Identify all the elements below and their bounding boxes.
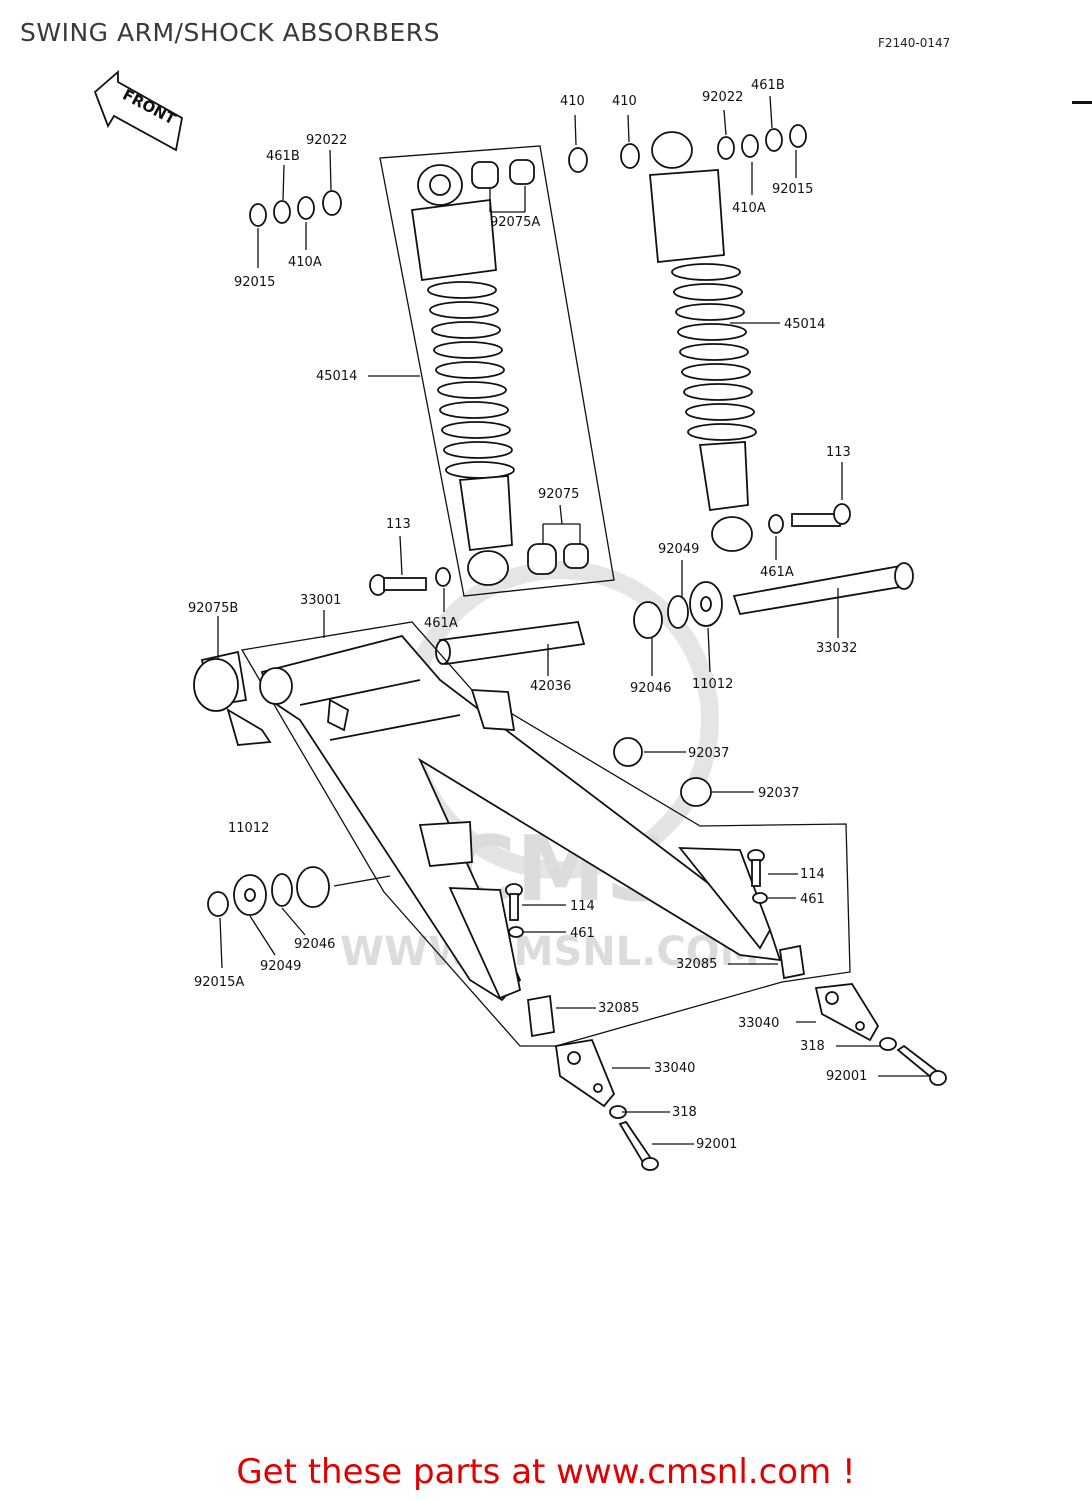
callout-label: 92037 xyxy=(688,746,729,761)
callout-label: 92015 xyxy=(772,182,813,197)
callout-label: 92049 xyxy=(260,959,301,974)
callout-label: 32085 xyxy=(598,1001,639,1016)
order-parts-link[interactable]: Get these parts at www.cmsnl.com ! xyxy=(236,1452,856,1492)
leader-lines xyxy=(217,95,930,1145)
callout-label: 92022 xyxy=(702,90,743,105)
callout-label: 92001 xyxy=(826,1069,867,1084)
left-pivot-parts xyxy=(207,866,330,917)
figure-code: F2140-0147 xyxy=(878,36,951,50)
callout-label: 410A xyxy=(288,255,322,270)
page-title: SWING ARM/SHOCK ABSORBERS xyxy=(20,18,441,47)
callout-label: 114 xyxy=(800,867,825,882)
bolt-92001-right xyxy=(879,1037,947,1086)
pivot-bearings-right xyxy=(633,581,723,639)
callout-label: 33040 xyxy=(654,1061,695,1076)
front-arrow-label: FRONT xyxy=(120,86,180,129)
callout-label: 113 xyxy=(826,445,851,460)
callout-label: 11012 xyxy=(692,677,733,692)
edge-mark xyxy=(1072,101,1092,104)
callout-label: 92046 xyxy=(294,937,335,952)
callout-label: 42036 xyxy=(530,679,571,694)
callout-label: 45014 xyxy=(784,317,825,332)
callout-labels: 410 410 92022 461B 410A 92015 92022 461B… xyxy=(188,78,867,1152)
bolt-113-left xyxy=(369,567,451,596)
tie-rod-33040-right xyxy=(814,983,880,1042)
callout-label: 461A xyxy=(424,616,458,631)
collars-92075a xyxy=(471,159,535,189)
callout-label: 113 xyxy=(386,517,411,532)
bolt-114-center xyxy=(505,883,524,938)
callout-label: 461 xyxy=(800,892,825,907)
callout-label: 410 xyxy=(560,94,585,109)
collars-92075 xyxy=(527,543,589,575)
callout-label: 92075 xyxy=(538,487,579,502)
swing-arm-frame xyxy=(240,621,851,1047)
callout-label: 92046 xyxy=(630,681,671,696)
callout-label: 92037 xyxy=(758,786,799,801)
spacer-42036 xyxy=(435,621,586,666)
left-shock-absorber xyxy=(410,164,515,586)
callout-label: 92022 xyxy=(306,133,347,148)
swing-arm xyxy=(193,634,782,1002)
callout-label: 461B xyxy=(751,78,785,93)
washers-top xyxy=(249,124,807,227)
callout-label: 92001 xyxy=(696,1137,737,1152)
brackets xyxy=(327,689,771,1000)
chain-rollers-92037 xyxy=(613,737,712,807)
callout-label: 114 xyxy=(570,899,595,914)
callout-label: 410A xyxy=(732,201,766,216)
callout-label: 461A xyxy=(760,565,794,580)
callout-label: 33040 xyxy=(738,1016,779,1031)
callout-label: 32085 xyxy=(676,957,717,972)
callout-label: 33001 xyxy=(300,593,341,608)
watermark-url: WWW.CMSNL.COM xyxy=(340,929,760,975)
front-arrow-icon: FRONT xyxy=(93,70,184,152)
callout-label: 11012 xyxy=(228,821,269,836)
left-shock-frame xyxy=(379,145,615,597)
callout-label: 92049 xyxy=(658,542,699,557)
callout-label: 318 xyxy=(672,1105,697,1120)
callout-label: 92075B xyxy=(188,601,238,616)
callout-label: 318 xyxy=(800,1039,825,1054)
callout-label: 45014 xyxy=(316,369,357,384)
tie-rod-33040-center xyxy=(554,1038,616,1108)
callout-label: 33032 xyxy=(816,641,857,656)
callout-label: 92015 xyxy=(234,275,275,290)
bolt-113-right xyxy=(768,503,851,534)
right-shock-absorber xyxy=(649,131,757,552)
caps-32085 xyxy=(527,944,806,1038)
bolt-114-right xyxy=(747,849,768,904)
callout-label: 410 xyxy=(612,94,637,109)
callout-label: 92015A xyxy=(194,975,244,990)
callout-label: 92075A xyxy=(490,215,540,230)
bolt-92001-center xyxy=(609,1105,659,1171)
callout-label: 461B xyxy=(266,149,300,164)
pivot-shaft-33032 xyxy=(732,562,914,616)
callout-label: 461 xyxy=(570,926,595,941)
